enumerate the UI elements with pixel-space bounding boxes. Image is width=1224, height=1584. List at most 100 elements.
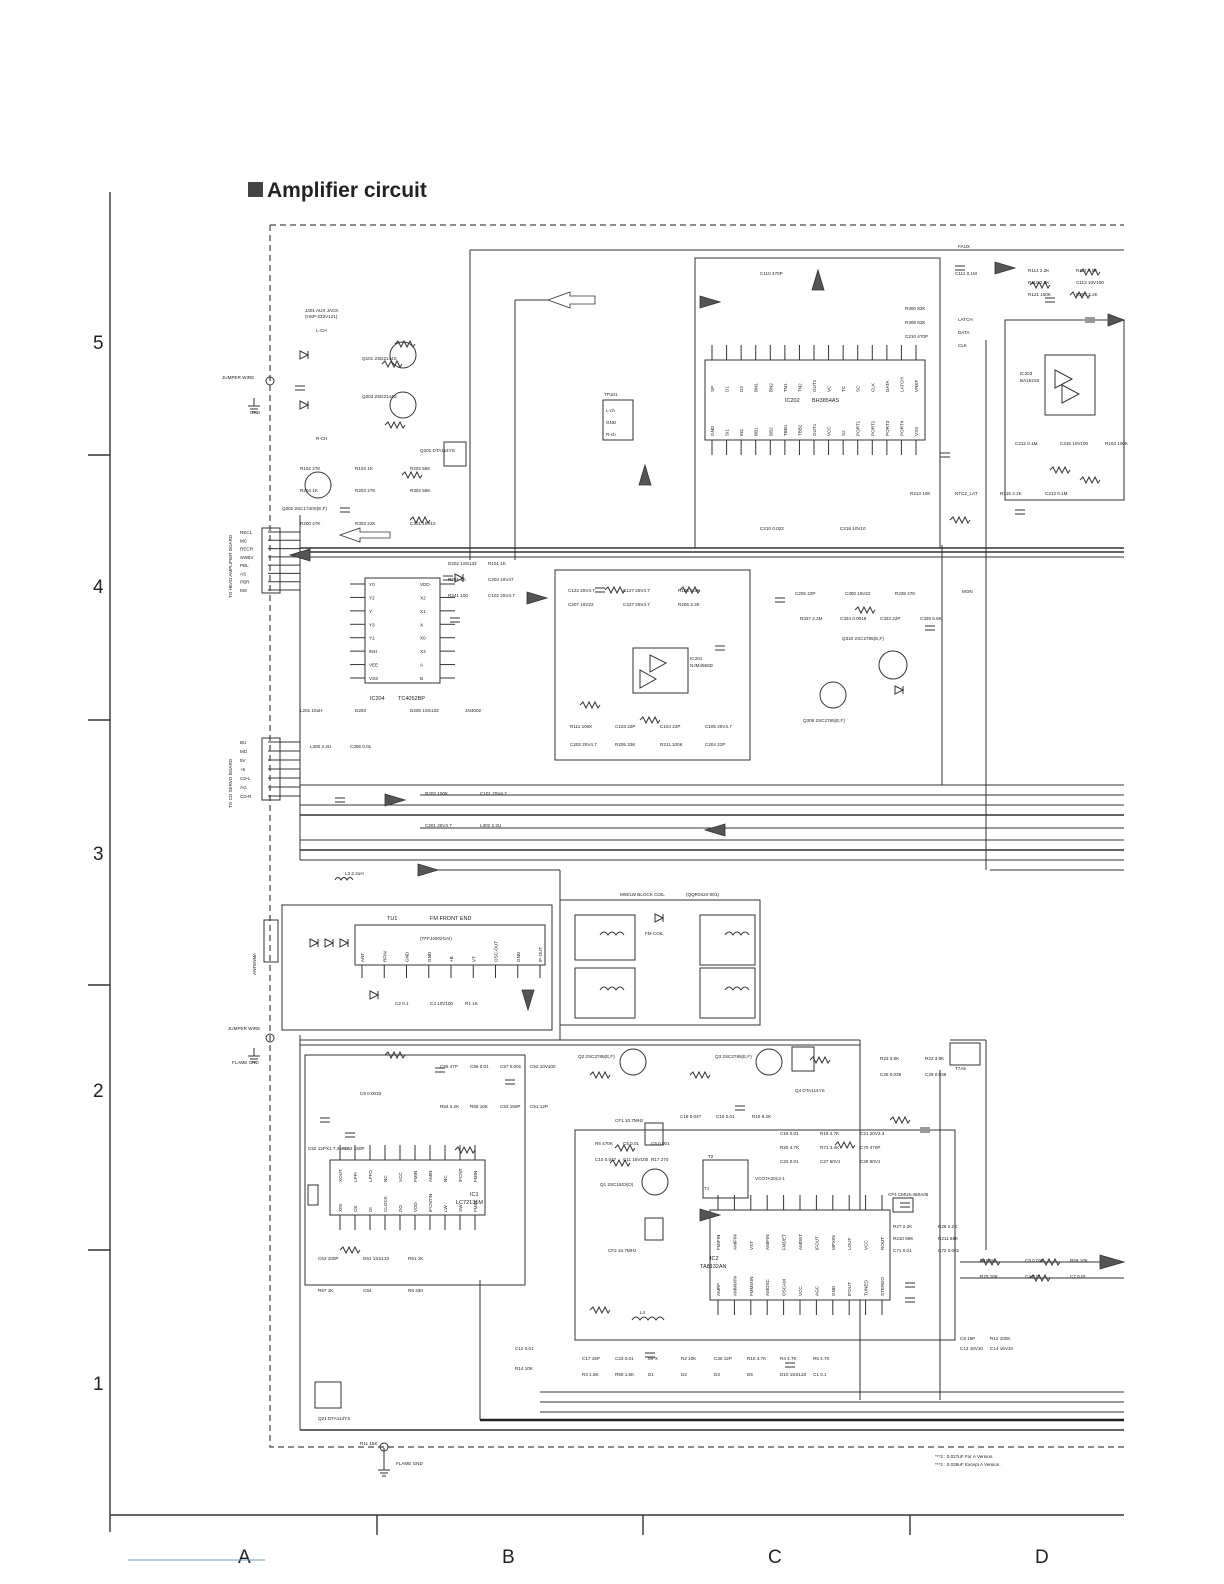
col-label-a: A (238, 1547, 251, 1568)
ic204-left-pin-0: Y0 (369, 582, 375, 587)
col-label-c: C (768, 1547, 782, 1568)
label-top-48: R300 82K (905, 306, 926, 311)
flame-gnd-bottom: FLAME GND (396, 1461, 423, 1466)
label-top-15: C122 25V4.7 (568, 588, 595, 593)
label-top-60: R202 100K (425, 791, 449, 796)
label-top-25: R111 100K (570, 724, 593, 729)
label-bottom-74: D3 (714, 1372, 720, 1377)
label-bottom-5: C56 0.01 (470, 1064, 489, 1069)
label-top-19: C227 25V4.7 (623, 602, 650, 607)
tu1-pin-5: VT (471, 956, 476, 962)
ic202-bot-pin-9: S2 (841, 430, 846, 436)
label-top-17: R108 3.3K (678, 588, 701, 593)
connector-head-amp (261, 527, 281, 594)
ic1-top-pin-7: NC (443, 1175, 448, 1182)
ic202-top-pin-8: VC (827, 385, 832, 392)
cn-cd-pin-0: BU (240, 740, 246, 745)
ic203-ref: IC203 (1020, 371, 1033, 376)
ic2-top-pin-2: VST (749, 1241, 754, 1250)
ic2-bot-pin-9: TUNED (864, 1279, 869, 1296)
note-1: ***2 : 0.027uF For A Version. (935, 1454, 993, 1459)
label-top-49: R309 82K (905, 320, 926, 325)
label-top-57: C212 0.1M (1015, 441, 1038, 446)
cn-cd-pin-5: AG (240, 785, 247, 790)
ic2-bot-pin-3: AMOSC (765, 1278, 770, 1296)
filters-coils (307, 877, 981, 1321)
label-bottom-3: C8 0.0033 (360, 1091, 382, 1096)
connector-antenna (263, 919, 279, 963)
label-bottom-26: R17 270 (651, 1157, 669, 1162)
ic204-left-pin-1: Y2 (369, 595, 375, 600)
label-top-64: L300 2.2U (310, 744, 331, 749)
ic204-left-pin-7: VSS (369, 676, 378, 681)
q21-label: Q21 DTA114YS (318, 1416, 350, 1421)
tu1-name: FM FRONT END (430, 916, 471, 922)
j301-part: (HSP-222V121) (305, 314, 338, 319)
tu1-pin-8: IF-OUT (538, 946, 543, 962)
ic2-bot-pin-7: GND (831, 1285, 836, 1296)
cn-cd-pin-3: +5 (240, 767, 246, 772)
label-top-14: C102 25V4.7 (488, 593, 515, 598)
label-top-4: R203 27K (355, 488, 376, 493)
ic204-right-pin-7: B (420, 676, 423, 681)
tu1-pin-3: GND (427, 951, 432, 962)
ic202-bot-pin-7: OUT1 (812, 423, 817, 436)
label-top-6: R200 47K (300, 521, 321, 526)
tu1-pin-6: OSC-OUT (494, 941, 499, 962)
row-label-4: 4 (93, 577, 104, 598)
jumper-wire-mid: JUMPER WIRE (228, 1026, 260, 1031)
label-top-40: C110 470P (760, 271, 783, 276)
title-marker (248, 182, 263, 197)
label-top-27: C104 22P (660, 724, 680, 729)
cn-cd-pin-4: CD-L (240, 776, 251, 781)
ic1-top-pin-0: XOUT (338, 1169, 343, 1182)
ic2-bot-pin-0: AMRF (716, 1283, 721, 1296)
label-bottom-16: D61 1SS133 (363, 1256, 389, 1261)
q201-label: Q201 DTA114YS (420, 448, 455, 453)
label-bottom-36: C22 0.01 (780, 1159, 799, 1164)
label-top-35: R238 47K (895, 591, 916, 596)
ic202-bot-pin-11: PORT2 (870, 420, 875, 436)
label-bottom-14: C62 150P (344, 1146, 364, 1151)
label-bottom-24: C10 0.047 (595, 1157, 617, 1162)
label-bottom-54: C7 0.01 (1070, 1274, 1087, 1279)
label-top-24: 1N4002 (465, 708, 482, 713)
label-bottom-49: R15 1K (980, 1258, 996, 1263)
ic204-right-pin-1: X2 (420, 595, 426, 600)
label-bottom-55: C8 15P (960, 1336, 975, 1341)
label-bottom-69: R5 4.7K (813, 1356, 831, 1361)
ic204-left-pin-4: Y1 (369, 636, 375, 641)
cf2-label: CF2 10.7MHz (608, 1248, 637, 1253)
label-top-53: R213 10K (910, 491, 931, 496)
label-bottom-42: C29 0.039 (925, 1072, 947, 1077)
ic202-bot-pin-10: PORT1 (856, 420, 861, 436)
ic204-right-pin-4: X0 (420, 636, 426, 641)
label-top-52: C218 10V10 (840, 526, 866, 531)
row-label-1: 1 (93, 1374, 104, 1395)
aux-label: FAUX (958, 244, 970, 249)
label-bottom-52: R70 10K (980, 1274, 999, 1279)
label-top-38: C323 22P (880, 616, 900, 621)
label-bottom-1: C3 10V100 (430, 1001, 453, 1006)
ic2-top-pin-5: AMDET (798, 1234, 803, 1250)
label-top-20: R206 3.3K (678, 602, 701, 607)
label-bottom-19: C64 (363, 1288, 372, 1293)
label-bottom-30: C15 0.01 (780, 1131, 799, 1136)
ic202-bot-pin-4: BB2 (768, 427, 773, 436)
q3-label: Q3 2SC2785(E,F) (715, 1054, 752, 1059)
ic204-left-pin-3: Y3 (369, 622, 375, 627)
row-label-5: 5 (93, 333, 104, 354)
label-bottom-62: C17 15P (582, 1356, 600, 1361)
label-top-37: C324 0.0018 (840, 616, 867, 621)
ic202-top-pin-2: D2 (739, 386, 744, 392)
ic204-left-pin-6: VEE (369, 663, 378, 668)
label-bottom-48: C72 0.001 (938, 1248, 960, 1253)
label-bottom-59: R11 15K (360, 1441, 378, 1446)
cn-head-pin-6: PBR (240, 580, 250, 585)
ic202-bot-pin-12: PORT3 (885, 420, 890, 436)
